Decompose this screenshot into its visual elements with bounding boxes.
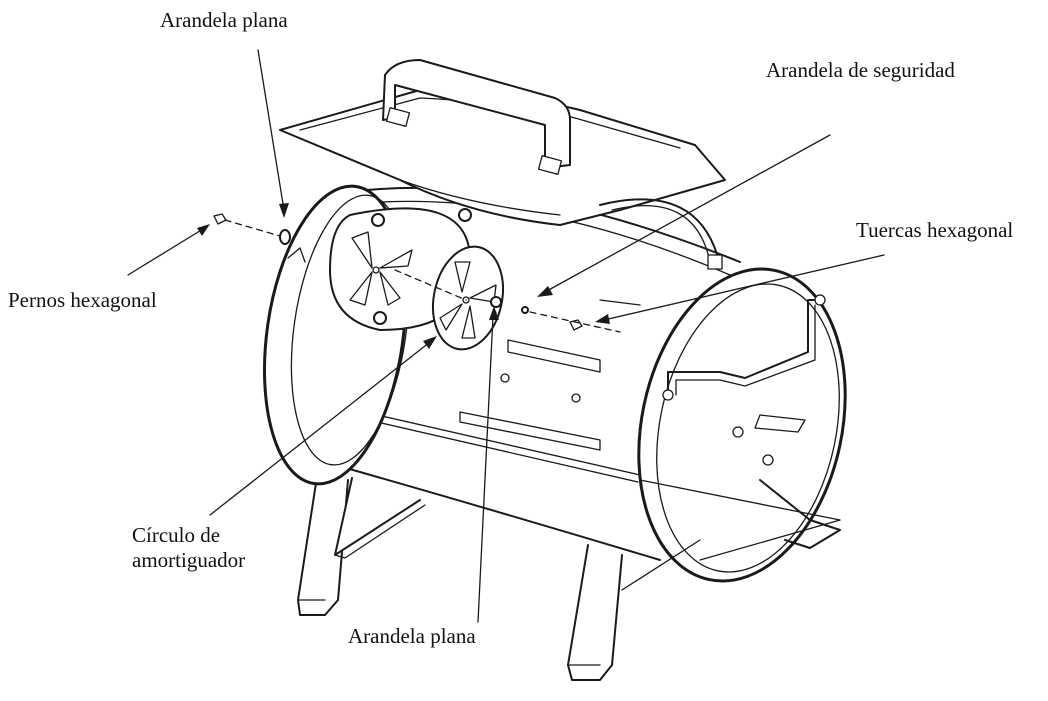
arrow-flat-washer-bottom [489,306,499,320]
back-left-leg [334,477,426,559]
back-right-leg [621,479,841,591]
right-end-ring [637,267,847,583]
lid [279,59,726,270]
label-hex-nuts: Tuercas hexagonal [856,218,1014,242]
label-damper-circle-line2: amortiguador [132,548,246,573]
label-lock-washer: Arandela de seguridad [766,58,955,82]
label-damper-circle-line1: Círculo de [132,523,221,547]
label-flat-washer-top: Arandela plana [160,8,288,32]
leader-lines [127,49,885,623]
arrow-lock-washer [537,286,553,297]
arrow-damper-circle [423,336,437,349]
exploded-hardware [213,213,621,333]
front-left-leg [297,469,349,616]
label-damper-circle: Círculo de amortiguador [132,523,332,573]
label-flat-washer-bottom: Arandela plana [348,624,476,648]
arrow-hex-nuts [595,314,610,324]
damper-circle [432,245,504,351]
label-hex-bolts: Pernos hexagonal [8,288,157,312]
arrow-flat-washer-top [279,203,289,218]
arrow-hex-bolts [197,224,210,236]
front-right-leg [567,544,623,681]
interior-brackets [459,299,806,466]
